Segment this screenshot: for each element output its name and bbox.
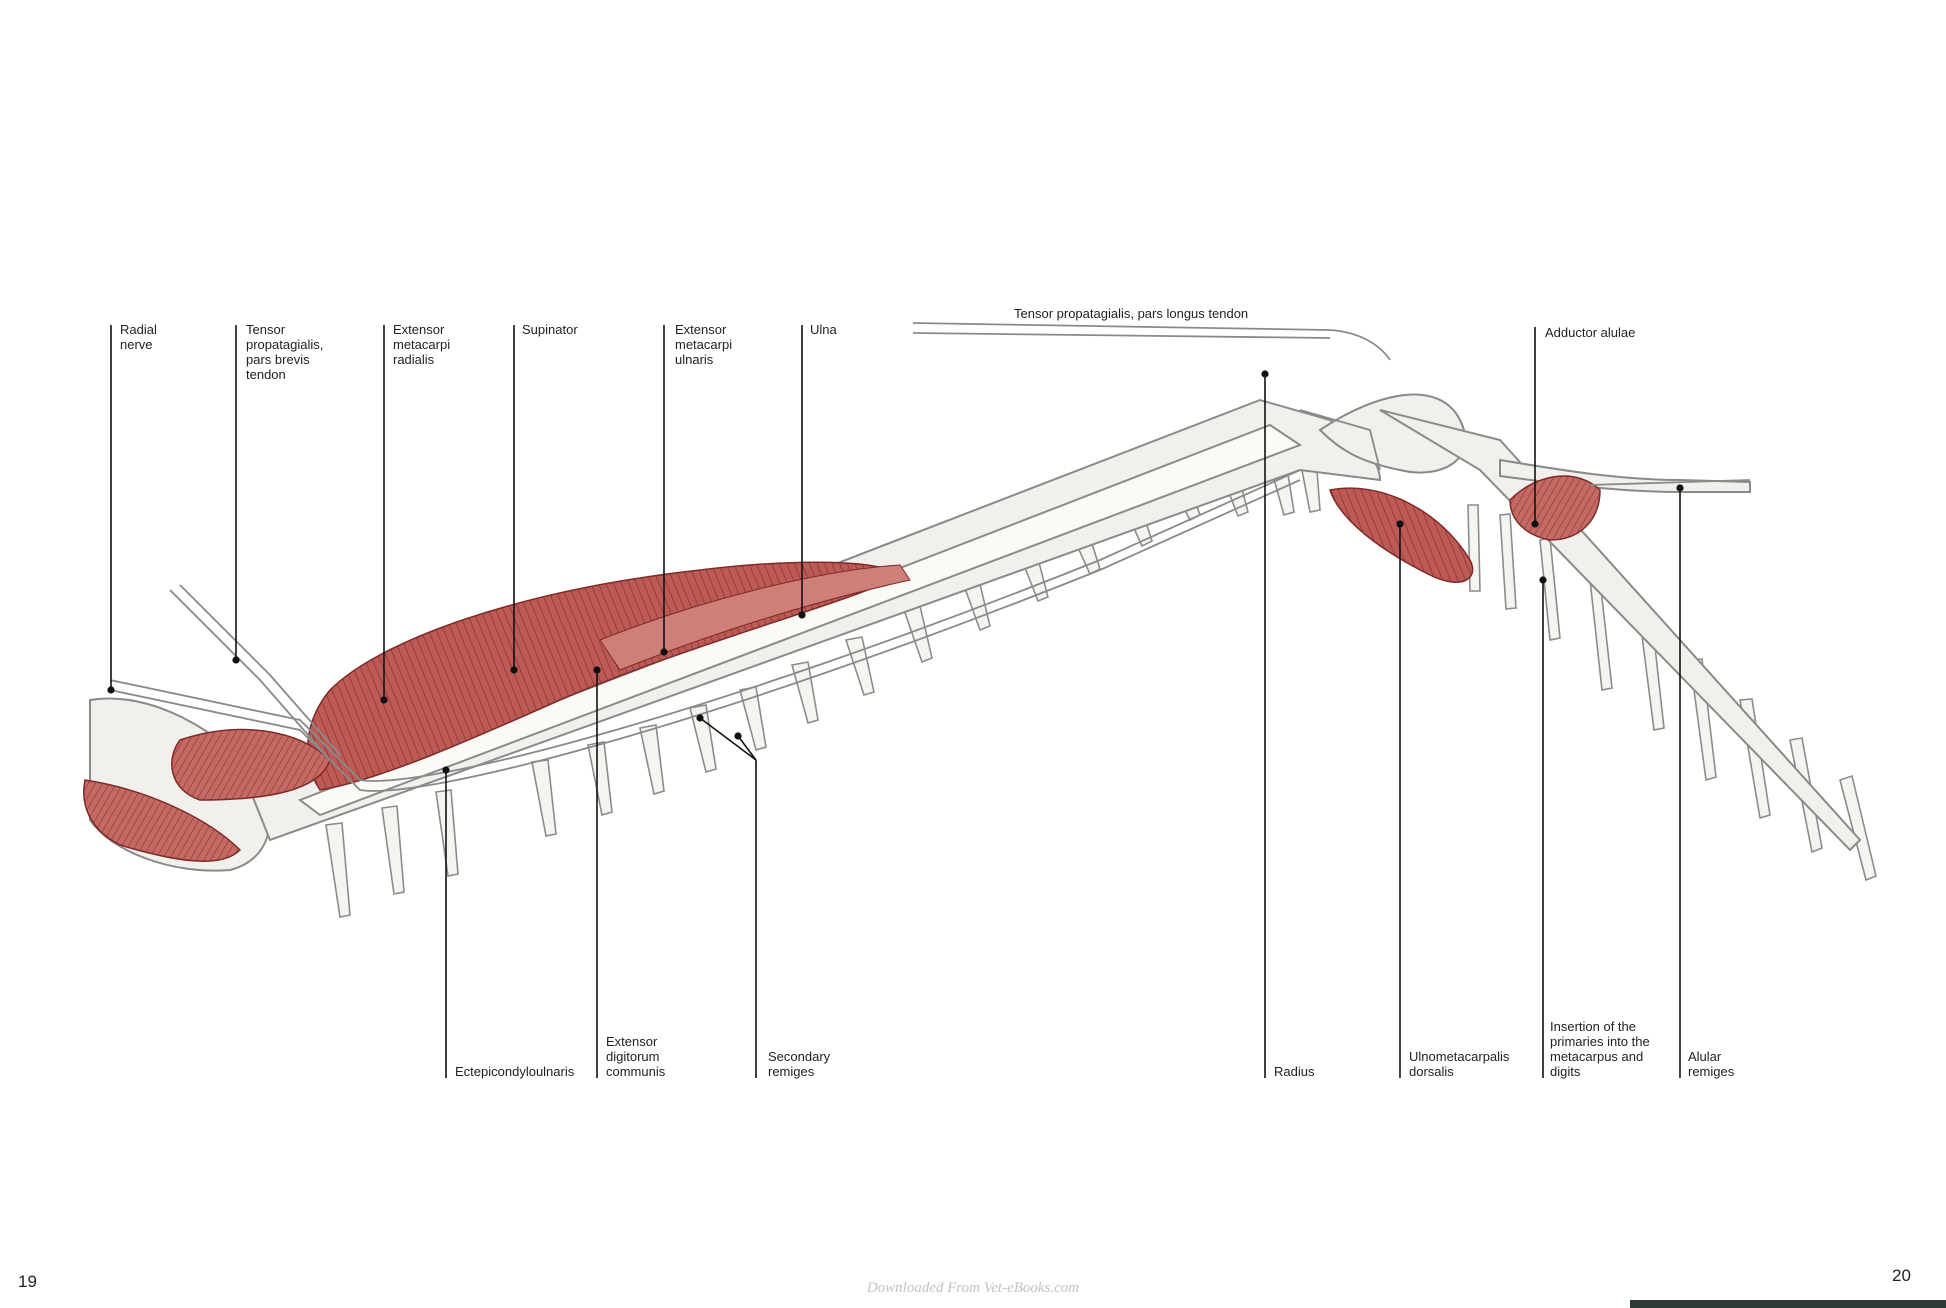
- wing-bones: [89, 393, 1862, 872]
- page-number-left: 19: [18, 1272, 37, 1291]
- forearm-muscles: [83, 561, 911, 862]
- label-tensor-propatagialis-brevis: Tensor propatagialis, pars brevis tendon: [246, 322, 324, 382]
- label-ulna: Ulna: [810, 322, 837, 337]
- watermark: Downloaded From Vet-eBooks.com: [866, 1280, 1080, 1296]
- label-secondary-remiges: Secondary remiges: [768, 1049, 831, 1079]
- label-radius: Radius: [1274, 1064, 1315, 1079]
- page-edge-shadow: [1630, 1300, 1946, 1308]
- label-adductor-alulae: Adductor alulae: [1545, 325, 1636, 340]
- leader-lines: [107, 325, 1684, 1078]
- label-ulnometacarpalis-dorsalis: Ulnometacarpalis dorsalis: [1409, 1049, 1510, 1079]
- page-number-right: 20: [1892, 1266, 1911, 1285]
- hand-muscles: [1329, 475, 1601, 583]
- label-ectepicondyloulnaris: Ectepicondyloulnaris: [455, 1064, 575, 1079]
- label-extensor-metacarpi-radialis: Extensor metacarpi radialis: [393, 322, 451, 367]
- tendons: [109, 322, 1751, 792]
- label-extensor-metacarpi-ulnaris: Extensor metacarpi ulnaris: [675, 322, 733, 367]
- label-extensor-digitorum-communis: Extensor digitorum communis: [606, 1034, 666, 1079]
- label-tensor-propatagialis-longus: Tensor propatagialis, pars longus tendon: [1014, 306, 1249, 321]
- label-supinator: Supinator: [522, 322, 578, 337]
- label-insertion-of-primaries: Insertion of the primaries into the meta…: [1550, 1019, 1650, 1079]
- label-radial-nerve: Radial nerve: [120, 322, 157, 352]
- primary-feather-quills: [1467, 504, 1877, 882]
- label-alular-remiges: Alular remiges: [1688, 1049, 1735, 1079]
